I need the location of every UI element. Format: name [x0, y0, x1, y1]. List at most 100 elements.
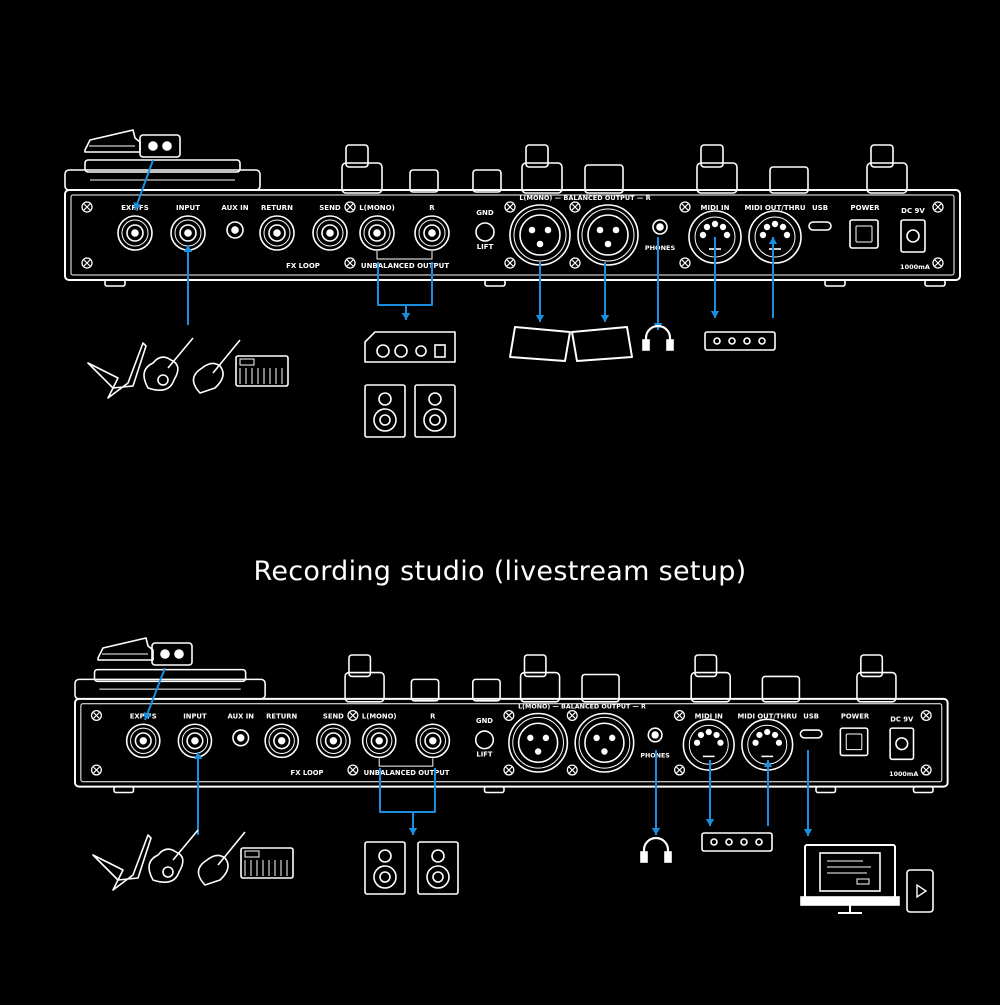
panel-2-screw-11-head: [673, 764, 686, 776]
panel-2-midi-in: [682, 718, 735, 771]
panel-1-midi-out-inner: [754, 216, 796, 258]
panel-2-ground-lift-switch: [474, 730, 495, 750]
panel-2-midi-in-pin2: [697, 731, 705, 739]
panel-2-midi-in-pin4: [705, 728, 712, 736]
footswitch-2: [151, 642, 193, 666]
panel-2-xlr-right-pin1: [593, 734, 600, 742]
panel-1-screw-9-slot2: [571, 259, 579, 267]
panel-1-label-aux-in: AUX IN: [221, 204, 248, 212]
panel-1-jack-l-mono-inner: [368, 224, 386, 242]
panel-2-jack-send-core: [329, 737, 338, 745]
panel-1-foot-0: [104, 279, 126, 287]
instruments-2-guitar-electric-neck: [217, 831, 246, 866]
panel-1-midi-out-outer: [748, 210, 802, 264]
headphones-1-band: [644, 324, 672, 348]
panel-2-xlr-right-pin2: [609, 734, 616, 742]
panel-2-midi-out-pin1: [775, 739, 783, 746]
panel-2-xlr-right-inner: [584, 722, 625, 764]
panel-2-screw-0-slot2: [93, 712, 100, 719]
panel-1-jack-exp-fs: [117, 215, 153, 251]
panel-1-label-midi-out: MIDI OUT/THRU: [744, 204, 805, 212]
monitor-speaker-right-1-tweeter: [428, 392, 442, 406]
computer-2-screen-button: [856, 878, 870, 885]
panel-1-foot-3: [924, 279, 946, 287]
panel-1-knob-cap-1: [525, 144, 549, 168]
arrow-1-midi-in: [710, 237, 720, 318]
panel-1-xlr-left-ring: [513, 208, 567, 262]
panel-1-jack-input-core: [184, 229, 192, 237]
panel-2-xlr-left-inner: [517, 722, 559, 764]
panel-2-jack-exp-fs: [125, 723, 161, 759]
footswitch-2-button2: [174, 649, 184, 659]
midi-controller-1-button-3: [758, 337, 766, 345]
panel-2-screw-6: [503, 709, 515, 721]
panel-2-screw-8-head: [566, 709, 578, 721]
panel-1-label-balanced: L(MONO) — BALANCED OUTPUT — R: [519, 194, 650, 202]
panel-1-label-power: POWER: [851, 204, 881, 212]
arrow-1-xlr-left-head: [535, 315, 545, 322]
panel-1-screw-9: [569, 257, 581, 269]
expression-pedal-2-body: [97, 637, 154, 661]
panel-1-foot-switch-4: [769, 166, 809, 194]
panel-1-jack-aux-in: [226, 221, 244, 239]
panel-2-xlr-left-pin3: [534, 748, 542, 755]
panel-1-jack-r-core: [428, 229, 436, 237]
instruments-2-guitar-v: [92, 834, 152, 891]
panel-1-screw-1-slot2: [83, 259, 91, 267]
panel-1-midi-out-pin0: [759, 231, 767, 239]
panel-1-jack-send-inner: [321, 224, 339, 242]
footswitch-2-box: [151, 642, 193, 666]
panel-1-screw-3-head: [932, 257, 944, 269]
arrow-2-phones: [651, 750, 661, 835]
panel-1-screw-4-slot2: [346, 203, 354, 211]
monitor-speaker-left-1-tweeter: [378, 392, 392, 406]
panel-2-screw-8-slot2: [568, 712, 576, 719]
tablet-2-play-icon: [916, 883, 928, 899]
panel-1-midi-in-pin3: [719, 223, 727, 231]
panel-2-midi-out-pin4: [764, 728, 771, 736]
arrow-1-midi-in-head: [710, 311, 720, 318]
midi-controller-1: [704, 331, 776, 351]
headphones-1-cup-right: [666, 339, 674, 351]
panel-2-xlr-left-outer: [508, 712, 569, 773]
panel-1-ground-lift-switch: [475, 222, 495, 242]
panel-1-xlr-left-pin3: [536, 240, 544, 248]
panel-1-midi-in-pin1: [723, 231, 731, 239]
panel-1-midi-out-pin4: [771, 220, 779, 228]
panel-2-screw-2-head: [920, 709, 932, 721]
panel-2-screw-10: [673, 709, 686, 721]
panel-2-label-current: 1000mA: [889, 771, 918, 778]
headphones-2-cup-left: [640, 851, 648, 863]
panel-1-screw-2-head: [932, 201, 944, 213]
panel-1-label-l-mono: L(MONO): [359, 204, 395, 212]
panel-2-jack-r-inner: [424, 732, 442, 750]
panel-1-jack-return: [259, 215, 295, 251]
panel-2-midi-in-inner: [688, 724, 729, 765]
panel-2-screw-6-slot2: [505, 712, 513, 719]
panel-2-foot-switch-3: [581, 673, 620, 703]
panel-1-label-return: RETURN: [261, 204, 293, 212]
instruments-1-guitar-electric-neck: [212, 339, 241, 374]
audio-interface-1-body: [364, 331, 456, 363]
audio-interface-1-meter: [434, 344, 446, 358]
monitor-speaker-left-2-woofer-cone: [379, 871, 391, 883]
panel-1-xlr-right-outer: [577, 204, 639, 266]
audio-interface-1-knob: [415, 345, 427, 357]
panel-2-label-send: SEND: [323, 712, 344, 720]
panel-1-xlr-right-ring: [581, 208, 635, 262]
arrow-2-input-head: [193, 752, 203, 759]
monitor-speaker-right-2-woofer: [426, 865, 450, 889]
monitor-speaker-right-2-cabinet: [417, 841, 459, 895]
panel-2-jack-r-ring: [419, 727, 446, 754]
panel-1-screw-0-slot2: [83, 203, 91, 211]
arrow-2-exp-fs-head: [143, 711, 152, 720]
panel-2-screw-9-head: [566, 764, 578, 776]
panel-1-knob-cap-2: [700, 144, 724, 168]
arrow-2-phones-head: [651, 828, 661, 835]
panel-1-power-switch-inner: [855, 225, 873, 243]
panel-2-foot-0: [113, 785, 135, 794]
arrow-2-midi-out-head: [763, 760, 773, 767]
